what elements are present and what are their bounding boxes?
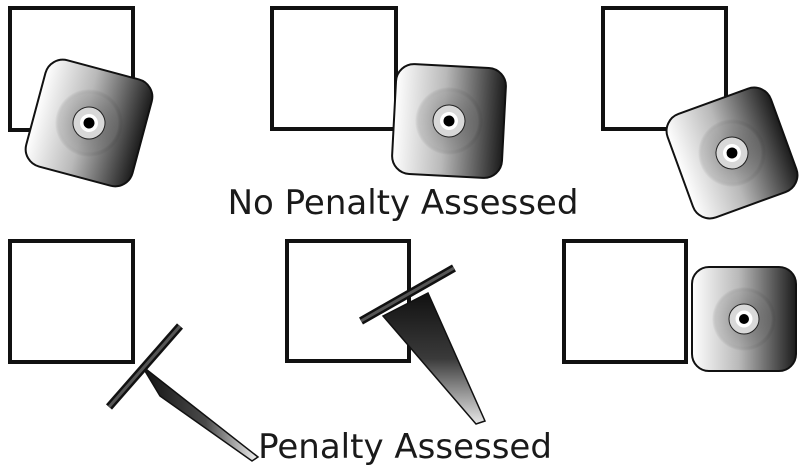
target-square-icon (601, 6, 728, 131)
target-square-icon (270, 6, 398, 131)
example-top-2 (270, 6, 507, 179)
upright-object-icon (665, 86, 799, 220)
target-square-icon (562, 239, 688, 364)
example-top-1 (8, 6, 154, 188)
upright-object-icon (24, 58, 154, 188)
target-square-icon (8, 239, 135, 364)
tipped-object-icon (105, 323, 260, 462)
penalty-label: Penalty Assessed (258, 427, 552, 467)
example-bottom-2 (285, 239, 487, 425)
example-top-3 (601, 6, 799, 220)
example-bottom-3 (562, 239, 797, 372)
upright-object-icon (391, 63, 507, 179)
example-bottom-1 (8, 239, 260, 462)
upright-object-icon (691, 266, 797, 372)
tipped-object-icon (359, 264, 487, 425)
no-penalty-label: No Penalty Assessed (228, 183, 579, 223)
